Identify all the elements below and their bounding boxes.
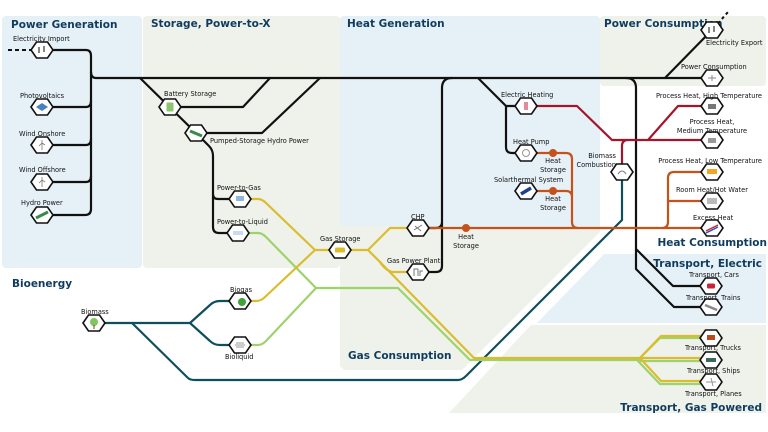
wind-turbine-icon[interactable] [30, 173, 54, 191]
label-biomass-combustion: Biomass [588, 152, 616, 160]
gas-power-plant-icon[interactable] [406, 263, 430, 281]
gas-storage-icon[interactable] [328, 241, 352, 259]
label-heat-storage-2: Storage [540, 166, 566, 174]
solar-panel-icon[interactable] [30, 98, 54, 116]
region-title-power-generation: Power Generation [11, 19, 117, 31]
region-power-consumption [600, 16, 766, 86]
heat-storage-dot [549, 149, 557, 157]
gas-transport-lines [378, 260, 713, 383]
factory-medium-temp-icon[interactable] [700, 131, 724, 149]
chp-icon[interactable] [406, 219, 430, 237]
region-title-gas-consumption: Gas Consumption [348, 350, 452, 362]
label-process-heat-medium: Process Heat, [690, 118, 735, 126]
bioliquid-icon[interactable] [228, 336, 252, 354]
label-process-heat-medium-2: Medium Temperature [677, 127, 747, 135]
wind-turbine-icon[interactable] [30, 136, 54, 154]
bioliquid-line [238, 286, 318, 347]
factory-high-temp-icon[interactable] [700, 97, 724, 115]
label-gas-storage: Gas Storage [320, 235, 360, 243]
region-title-transport-electric: Transport, Electric [653, 258, 762, 270]
label-biogas: Biogas [230, 286, 253, 294]
region-title-power-consumption: Power Consumption [604, 18, 722, 30]
label-wind-offshore: Wind Offshore [19, 166, 66, 174]
label-power-to-gas: Power-to-Gas [217, 184, 261, 192]
label-biomass: Biomass [81, 308, 109, 316]
label-electric-heating: Electric Heating [501, 91, 553, 99]
power-to-gas-icon[interactable] [228, 190, 252, 208]
label-electricity-import: Electricity Import [13, 35, 70, 43]
label-transport-cars: Transport, Cars [688, 271, 739, 279]
heat-storage-dot [549, 187, 557, 195]
ship-icon[interactable] [699, 351, 723, 369]
label-photovoltaics: Photovoltaics [20, 92, 65, 100]
label-battery-storage: Battery Storage [164, 90, 216, 98]
solarthermal-icon[interactable] [514, 182, 538, 200]
label-heat-storage-2: Storage [453, 242, 479, 250]
label-bioliquid: Bioliquid [225, 353, 253, 361]
label-transport-planes: Transport, Planes [684, 390, 742, 398]
label-heat-storage-2: Storage [540, 204, 566, 212]
region-heat-generation [340, 16, 600, 228]
excess-heat-icon[interactable] [700, 219, 724, 237]
label-process-heat-low: Process Heat, Low Temperature [658, 157, 762, 165]
liquid-fuel-line [236, 231, 713, 362]
heat-pump-icon[interactable] [514, 144, 538, 162]
label-electricity-export: Electricity Export [706, 39, 763, 47]
label-biomass-combustion-2: Combustion [577, 161, 617, 169]
label-transport-ships: Transport, Ships [686, 367, 741, 375]
region-title-bioenergy: Bioenergy [12, 278, 72, 290]
label-process-heat-high: Process Heat, High Temperature [656, 92, 762, 100]
label-wind-onshore: Wind Onshore [19, 130, 65, 138]
power-consumption-icon[interactable] [700, 69, 724, 87]
biomass-lines [92, 170, 624, 382]
radiator-icon[interactable] [700, 192, 724, 210]
nodes [30, 21, 724, 391]
region-title-heat-generation: Heat Generation [347, 18, 445, 30]
label-heat-storage: Heat [458, 233, 474, 241]
region-title-transport-gas: Transport, Gas Powered [620, 402, 762, 414]
pumped-storage-icon[interactable] [184, 124, 208, 142]
hydro-power-icon[interactable] [30, 206, 54, 224]
label-heat-pump: Heat Pump [513, 138, 549, 146]
region-transport-gas [449, 325, 766, 413]
biomass-furnace-icon[interactable] [610, 163, 634, 181]
truck-icon[interactable] [699, 329, 723, 347]
label-chp: CHP [411, 213, 425, 221]
label-heat-storage: Heat [545, 195, 561, 203]
train-icon[interactable] [699, 298, 723, 316]
region-gas-consumption [340, 226, 600, 370]
label-gas-power-plant: Gas Power Plant [387, 257, 441, 265]
car-icon[interactable] [699, 277, 723, 295]
tree-icon[interactable] [82, 314, 106, 332]
biogas-line [238, 248, 317, 303]
battery-icon[interactable] [158, 98, 182, 116]
electric-heater-icon[interactable] [514, 97, 538, 115]
plane-icon[interactable] [699, 373, 723, 391]
label-transport-trains: Transport, Trains [685, 294, 741, 302]
label-hydro-power: Hydro Power [21, 199, 63, 207]
label-power-consumption: Power Consumption [681, 63, 747, 71]
node-labels: Electricity Import Photovoltaics Wind On… [13, 35, 763, 398]
biogas-icon[interactable] [228, 292, 252, 310]
plug-icon[interactable] [700, 21, 724, 39]
region-title-heat-consumption: Heat Consumption [657, 237, 767, 249]
label-excess-heat: Excess Heat [693, 214, 734, 222]
label-room-heat: Room Heat/Hot Water [676, 186, 748, 194]
power-to-liquid-icon[interactable] [226, 224, 250, 242]
region-power-generation [2, 16, 142, 268]
label-heat-storage: Heat [545, 157, 561, 165]
label-power-to-liquid: Power-to-Liquid [217, 218, 268, 226]
liquid-transport-lines [636, 359, 713, 386]
heat-storage-dot [462, 224, 470, 232]
label-solarthermal: Solarthermal System [494, 176, 563, 184]
plug-icon[interactable] [30, 41, 54, 59]
label-pumped-storage: Pumped-Storage Hydro Power [210, 137, 309, 145]
region-title-storage: Storage, Power-to-X [151, 18, 270, 30]
factory-low-temp-icon[interactable] [700, 163, 724, 181]
label-transport-trucks: Transport, Trucks [684, 344, 742, 352]
